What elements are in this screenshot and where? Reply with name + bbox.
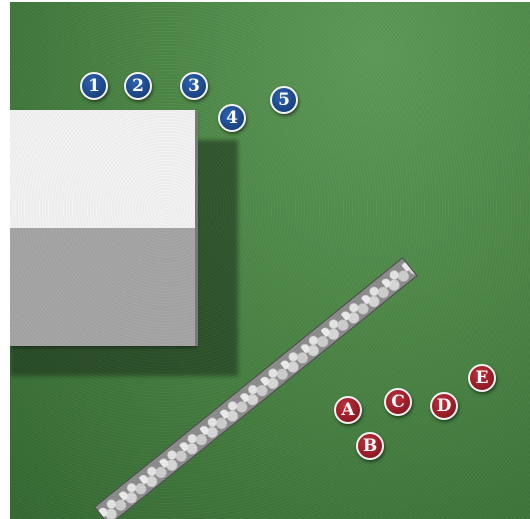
building-roof-dark <box>10 228 195 346</box>
building <box>10 110 195 346</box>
marker-D: D <box>430 392 458 420</box>
building-roof-light <box>10 110 195 228</box>
marker-4: 4 <box>218 104 246 132</box>
marker-3: 3 <box>180 72 208 100</box>
marker-B: B <box>356 432 384 460</box>
marker-2: 2 <box>124 72 152 100</box>
marker-C: C <box>384 388 412 416</box>
marker-E: E <box>468 364 496 392</box>
marker-A: A <box>334 396 362 424</box>
marker-5: 5 <box>270 86 298 114</box>
marker-1: 1 <box>80 72 108 100</box>
building-edge <box>195 110 198 346</box>
